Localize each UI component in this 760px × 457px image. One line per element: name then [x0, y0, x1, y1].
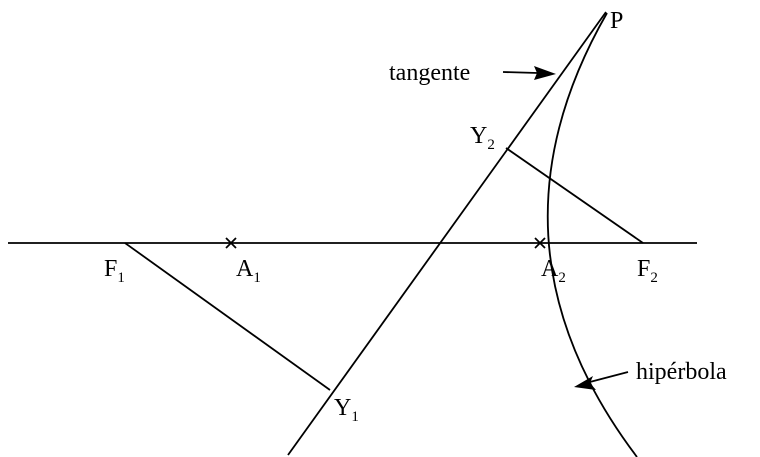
tangent-arrow — [502, 66, 556, 80]
point-p-label: P — [610, 8, 623, 34]
foot-y2-label: Y2 — [470, 123, 495, 153]
focus-f1-label: F1 — [104, 256, 125, 286]
tangent-line — [287, 11, 607, 456]
vertex-a1-label: A1 — [236, 256, 261, 286]
hyperbola-arrow — [574, 371, 629, 390]
vertex-a1-mark — [225, 237, 237, 249]
vertex-a2-label: A2 — [541, 256, 566, 286]
focus-f2-label: F2 — [637, 256, 658, 286]
tangent-label: tangente — [389, 60, 470, 86]
hyperbola-branch — [546, 12, 638, 457]
perpendicular-f2-y2 — [505, 147, 644, 244]
foot-y1-label: Y1 — [334, 395, 359, 425]
hyperbola-label: hipérbola — [636, 359, 727, 385]
perpendicular-f1-y1 — [124, 242, 331, 391]
vertex-a2-mark — [534, 237, 546, 249]
